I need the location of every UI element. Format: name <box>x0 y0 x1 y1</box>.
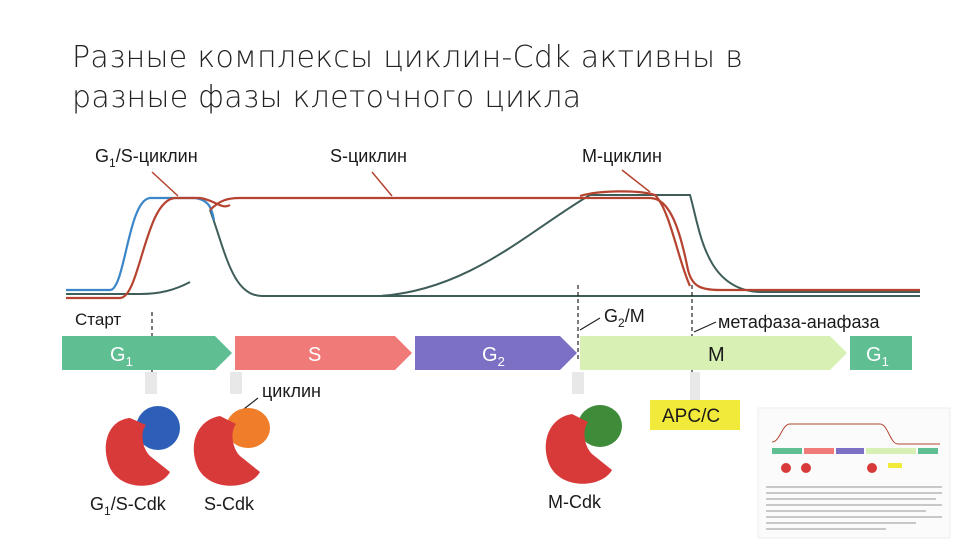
m-cdk-label: M-Cdk <box>548 492 602 512</box>
thumbnail-complex-2 <box>801 463 811 473</box>
figure-thumbnail <box>758 408 950 538</box>
g1-connector <box>145 372 157 394</box>
phase-m-label: M <box>708 344 725 366</box>
s-cyclin-rise-curve <box>66 198 230 298</box>
g1s-cyclin-label: G1/S-циклин <box>95 146 198 170</box>
g2m-label: G2/M <box>604 306 645 330</box>
s-cdk-label: S-Cdk <box>204 494 255 514</box>
s-pointer <box>372 172 392 196</box>
thumbnail-s <box>804 448 834 454</box>
m-connector <box>690 372 700 400</box>
phase-s-arrow <box>235 336 412 370</box>
g1s-cdk-complex <box>106 406 180 486</box>
metaphase-label: метафаза-анафаза <box>718 312 881 332</box>
thumbnail-frame <box>758 408 950 538</box>
thumbnail-g2 <box>836 448 864 454</box>
thumbnail-complex-3 <box>867 463 877 473</box>
metaphase-pointer <box>694 322 716 332</box>
m-pointer <box>622 170 650 192</box>
m-cyclin-label: M-циклин <box>582 146 662 166</box>
thumbnail-g1-end <box>918 448 938 454</box>
m-baseline-curve <box>380 195 920 296</box>
g1s-cdk-label: G1/S-Cdk <box>90 494 167 518</box>
start-label: Старт <box>75 310 121 329</box>
g1s-pointer <box>152 172 178 196</box>
phase-s-label: S <box>308 344 321 366</box>
thumbnail-complex-1 <box>781 463 791 473</box>
g1s-decline-curve <box>210 210 920 296</box>
g2m-pointer <box>580 318 600 330</box>
s-cdk-complex <box>194 408 270 486</box>
thumbnail-m <box>866 448 916 454</box>
m-cyclin-curve <box>580 191 690 286</box>
g1s-cyclin-curve <box>66 198 214 290</box>
s-connector <box>230 372 242 394</box>
thumbnail-g1 <box>772 448 802 454</box>
s-cyclin-label: S-циклин <box>330 146 407 166</box>
phase-g1-arrow <box>62 336 232 370</box>
apc-label: APC/C <box>662 406 720 427</box>
m-cdk-complex <box>546 405 622 484</box>
thumbnail-apc <box>888 463 902 468</box>
g2-connector <box>572 372 584 394</box>
cyclin-label: циклин <box>262 381 321 401</box>
